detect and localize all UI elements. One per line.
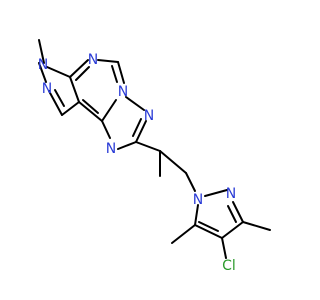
bond-pz-n2-c3: [48, 90, 63, 116]
bond-dp-c4-c5: [194, 224, 223, 239]
molecule-structure-diagram: N N N N N N N N Cl: [38, 39, 271, 274]
bond-c4-cl: [221, 237, 227, 259]
bond-dp-n2-c3-inner: [227, 205, 237, 223]
bonds: [38, 39, 271, 259]
atom-label-n-dimethylpyrazole-2: N: [226, 186, 236, 202]
bond-pm-c9a-c3a: [78, 101, 103, 122]
bond-pm-n-c5: [97, 59, 119, 63]
atom-label-n-triazole-b: N: [106, 141, 116, 157]
bond-tz-c2-n: [117, 141, 137, 150]
bond-pz-n2-c3-inner: [54, 89, 65, 107]
bond-tz-n-c2: [135, 120, 147, 143]
bond-c2-ch: [135, 141, 161, 152]
atom-label-n-pyrimidine: N: [88, 52, 98, 68]
atom-label-n-triazole-a: N: [144, 108, 154, 124]
bond-nmethyl: [38, 39, 45, 64]
bond-dp-n2-c3: [232, 201, 244, 223]
bond-tz-n-c9a: [101, 120, 111, 139]
atom-label-n-bridge: N: [118, 84, 128, 100]
bond-dp-c3-c4: [221, 221, 244, 239]
bond-dp-n1-n2: [204, 189, 228, 197]
bond-dp-c5-n1: [194, 204, 199, 226]
bond-ch2-n: [185, 172, 196, 192]
bond-pz-c3a-c7a: [69, 76, 80, 103]
bond-tz-nb-n: [125, 96, 145, 111]
bond-pm-c5-nb: [117, 61, 125, 84]
bond-ch-ch2: [159, 150, 187, 174]
bond-pz-n1-n2: [38, 62, 47, 83]
atom-label-n-dimethylpyrazole-1: N: [193, 192, 203, 208]
bond-tz-n-c2-inner: [132, 118, 142, 137]
atom-label-n-methyl-pyrazole: N: [38, 57, 48, 73]
bond-dp-c4-c5-inner: [198, 221, 219, 232]
bond-c5-methyl: [171, 224, 196, 244]
bond-pm-c5-nb-inner: [111, 65, 118, 83]
bond-pm-nb-c9a: [101, 99, 117, 122]
bond-pm-c7a-n: [69, 59, 89, 78]
bond-pz-c3-c3a: [61, 101, 80, 116]
atom-labels: N N N N N N N N Cl: [38, 52, 236, 274]
bond-pm-c9a-c3a-inner: [82, 99, 99, 114]
bond-pz-c7a-n1: [46, 66, 71, 78]
bond-pm-c7a-n-inner: [75, 66, 90, 81]
atom-label-n-pyrazole-a: N: [42, 81, 52, 97]
atom-label-cl: Cl: [222, 258, 236, 274]
bond-c3-methyl: [242, 221, 271, 231]
